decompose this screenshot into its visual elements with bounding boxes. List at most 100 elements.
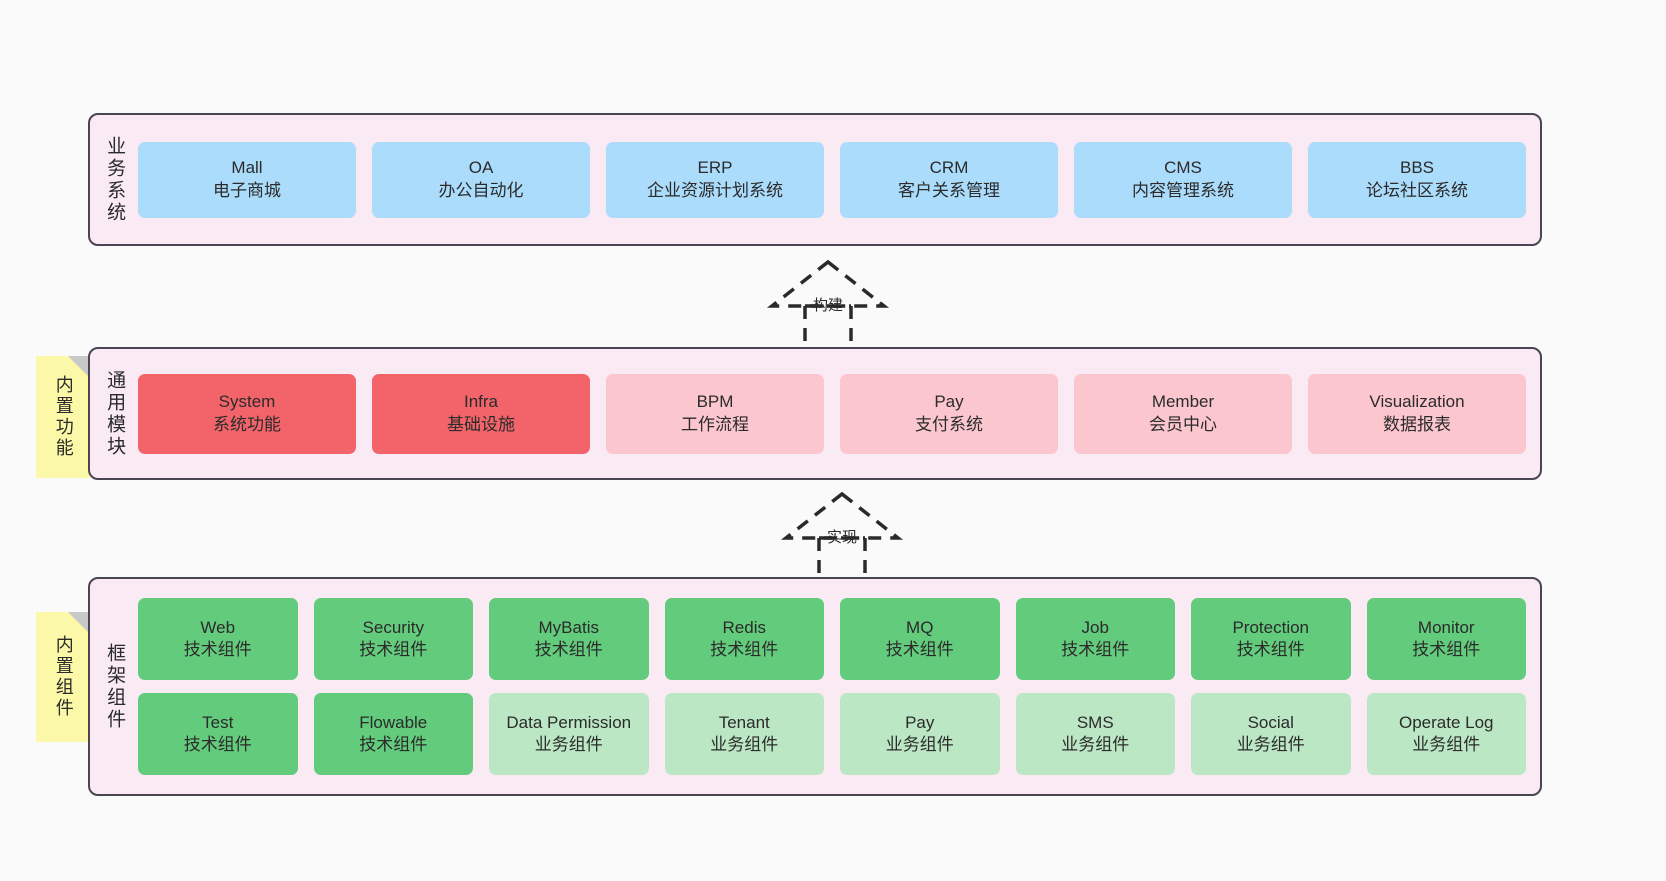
node-title: Pay	[934, 392, 964, 412]
layer-title-business-systems: 业务系统	[104, 135, 126, 224]
connector-label-build: 构建	[812, 297, 844, 314]
node-erp[interactable]: ERP 企业资源计划系统	[606, 141, 824, 218]
node-mq[interactable]: MQ 技术组件	[840, 598, 1000, 680]
node-social[interactable]: Social 业务组件	[1191, 693, 1351, 775]
node-subtitle: 技术组件	[1412, 640, 1481, 659]
node-subtitle: 工作流程	[681, 414, 749, 434]
node-tenant[interactable]: Tenant 业务组件	[664, 693, 824, 775]
node-title: Redis	[722, 617, 766, 637]
node-mall[interactable]: Mall 电子商城	[138, 141, 356, 218]
node-sms[interactable]: SMS 业务组件	[1015, 693, 1175, 775]
layer-framework-components: 框架组件 Web 技术组件 Security 技术组件 MyBatis 技术组件…	[88, 577, 1542, 796]
node-visualization[interactable]: Visualization 数据报表	[1308, 373, 1526, 454]
layer-body-framework-components: Web 技术组件 Security 技术组件 MyBatis 技术组件 Redi…	[138, 579, 1540, 794]
node-subtitle: 技术组件	[359, 640, 428, 659]
node-subtitle: 办公自动化	[438, 180, 524, 200]
node-title: Operate Log	[1398, 712, 1494, 732]
node-title: Data Permission	[506, 712, 632, 732]
node-cms[interactable]: CMS 内容管理系统	[1074, 141, 1292, 218]
node-title: CRM	[929, 158, 969, 178]
node-title: Visualization	[1369, 392, 1465, 412]
node-title: SMS	[1076, 712, 1114, 732]
node-mybatis[interactable]: MyBatis 技术组件	[489, 598, 649, 680]
node-subtitle: 数据报表	[1383, 414, 1451, 434]
node-pay-business[interactable]: Pay 业务组件	[840, 693, 1000, 775]
node-subtitle: 技术组件	[1061, 640, 1130, 659]
node-title: Social	[1247, 712, 1294, 732]
connector-label-implement: 实现	[826, 529, 858, 546]
node-job[interactable]: Job 技术组件	[1015, 598, 1175, 680]
node-operate-log[interactable]: Operate Log 业务组件	[1366, 693, 1526, 775]
layer-row: Web 技术组件 Security 技术组件 MyBatis 技术组件 Redi…	[138, 598, 1526, 680]
node-subtitle: 会员中心	[1149, 414, 1217, 434]
node-subtitle: 企业资源计划系统	[647, 180, 783, 200]
node-subtitle: 系统功能	[213, 414, 281, 434]
node-title: Tenant	[718, 712, 770, 732]
node-redis[interactable]: Redis 技术组件	[664, 598, 824, 680]
layer-business-systems: 业务系统 Mall 电子商城 OA 办公自动化 ERP 企业资源计划系统 CRM…	[88, 113, 1542, 246]
node-subtitle: 业务组件	[1412, 735, 1481, 754]
node-flowable[interactable]: Flowable 技术组件	[313, 693, 473, 775]
node-title: BBS	[1399, 158, 1435, 178]
node-title: Job	[1081, 617, 1109, 637]
layer-body-business-systems: Mall 电子商城 OA 办公自动化 ERP 企业资源计划系统 CRM 客户关系…	[138, 115, 1540, 244]
note-builtin-components: 内置组件	[36, 612, 90, 742]
node-protection[interactable]: Protection 技术组件	[1191, 598, 1351, 680]
node-subtitle: 业务组件	[1236, 735, 1305, 754]
layer-title-common-modules: 通用模块	[104, 369, 126, 458]
node-title: Mall	[231, 158, 263, 178]
node-title: MyBatis	[538, 617, 599, 637]
node-title: Infra	[463, 392, 499, 412]
node-title: Test	[202, 712, 234, 732]
node-title: Pay	[905, 712, 935, 732]
node-title: BPM	[696, 392, 734, 412]
node-subtitle: 技术组件	[183, 640, 252, 659]
node-oa[interactable]: OA 办公自动化	[372, 141, 590, 218]
node-system[interactable]: System 系统功能	[138, 373, 356, 454]
node-subtitle: 支付系统	[915, 414, 983, 434]
layer-row: Test 技术组件 Flowable 技术组件 Data Permission …	[138, 693, 1526, 775]
connector-build: 构建	[748, 258, 908, 352]
node-subtitle: 基础设施	[447, 414, 515, 434]
node-subtitle: 技术组件	[1236, 640, 1305, 659]
node-member[interactable]: Member 会员中心	[1074, 373, 1292, 454]
node-subtitle: 内容管理系统	[1132, 180, 1234, 200]
node-subtitle: 业务组件	[710, 735, 779, 754]
node-title: Web	[200, 617, 236, 637]
node-infra[interactable]: Infra 基础设施	[372, 373, 590, 454]
node-title: Member	[1151, 392, 1215, 412]
note-fold-icon	[68, 612, 90, 634]
node-bbs[interactable]: BBS 论坛社区系统	[1308, 141, 1526, 218]
node-data-permission[interactable]: Data Permission 业务组件	[489, 693, 649, 775]
node-subtitle: 技术组件	[183, 735, 252, 754]
connector-implement: 实现	[762, 490, 922, 584]
node-subtitle: 业务组件	[1061, 735, 1130, 754]
node-test[interactable]: Test 技术组件	[138, 693, 298, 775]
node-title: System	[218, 392, 276, 412]
node-subtitle: 技术组件	[359, 735, 428, 754]
layer-title-framework-components: 框架组件	[104, 642, 126, 731]
node-subtitle: 技术组件	[710, 640, 779, 659]
layer-row: System 系统功能 Infra 基础设施 BPM 工作流程 Pay 支付系统…	[138, 373, 1526, 454]
node-subtitle: 技术组件	[534, 640, 603, 659]
node-web[interactable]: Web 技术组件	[138, 598, 298, 680]
node-subtitle: 技术组件	[885, 640, 954, 659]
note-fold-icon	[68, 356, 90, 378]
node-security[interactable]: Security 技术组件	[313, 598, 473, 680]
node-pay[interactable]: Pay 支付系统	[840, 373, 1058, 454]
node-title: CMS	[1164, 158, 1202, 178]
node-crm[interactable]: CRM 客户关系管理	[840, 141, 1058, 218]
node-monitor[interactable]: Monitor 技术组件	[1366, 598, 1526, 680]
node-title: OA	[468, 158, 494, 178]
note-builtin-functions: 内置功能	[36, 356, 90, 478]
node-subtitle: 论坛社区系统	[1366, 180, 1468, 200]
node-title: Monitor	[1417, 617, 1475, 637]
node-subtitle: 客户关系管理	[898, 180, 1000, 200]
node-subtitle: 电子商城	[213, 180, 281, 200]
node-bpm[interactable]: BPM 工作流程	[606, 373, 824, 454]
layer-row: Mall 电子商城 OA 办公自动化 ERP 企业资源计划系统 CRM 客户关系…	[138, 141, 1526, 218]
note-label: 内置功能	[53, 375, 74, 459]
node-title: MQ	[906, 617, 934, 637]
node-subtitle: 业务组件	[885, 735, 954, 754]
